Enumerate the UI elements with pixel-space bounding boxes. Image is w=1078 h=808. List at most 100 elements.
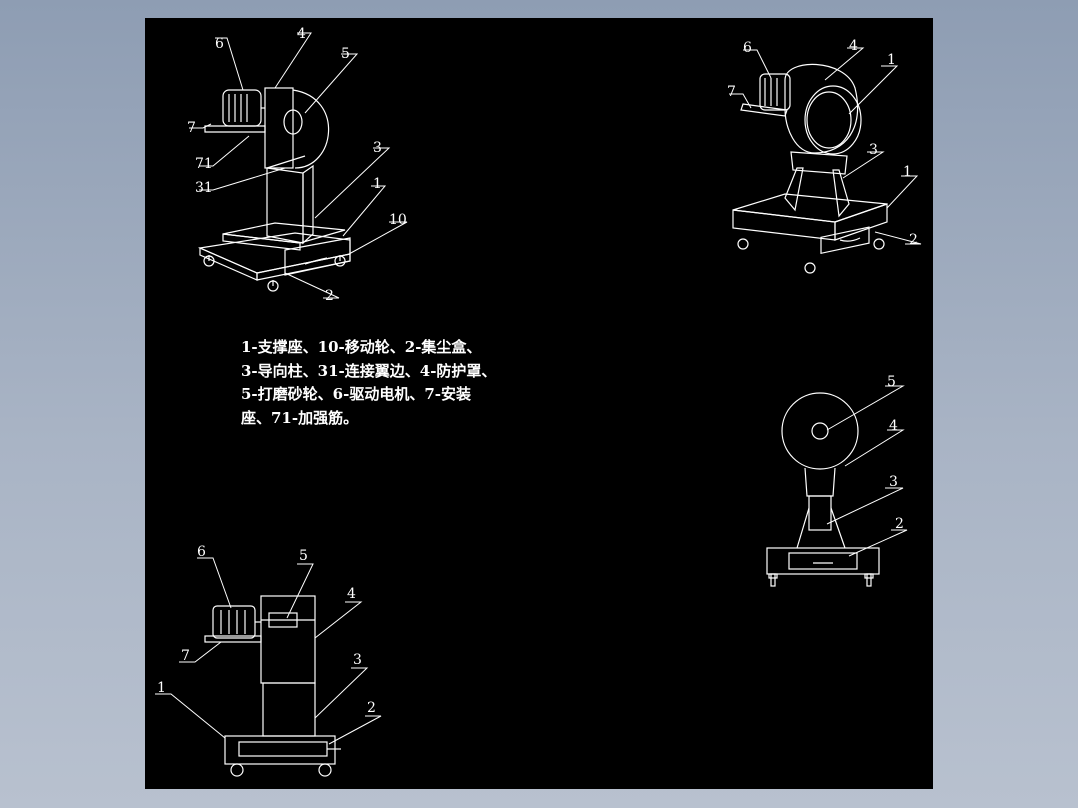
front-wheel-2 [318,763,332,777]
side-guard-circle [781,392,859,470]
leader-f3 [314,667,369,719]
leader-f1 [155,693,226,739]
front-column [262,682,316,737]
legend-line-1: 1-支撑座、10-移动轮、2-集尘盒、 [241,338,482,356]
iso-right-leg-1 [784,167,804,212]
iso-left-dust-box [284,237,351,276]
iso-left-platform-side [222,233,301,251]
leader-31 [199,167,286,191]
leader-r4 [824,47,865,81]
front-label-5: 5 [299,548,308,564]
legend-line-2: 3-导向柱、31-连接翼边、4-防护罩、 [241,361,497,380]
iso-left-platform [222,222,346,244]
iso-right-grinding-wheel [806,91,852,149]
legend-line-4: 座、71-加强筋。 [241,408,359,427]
iso-left-guard-curve [292,89,330,169]
leader-s4 [844,429,905,467]
side-neck [804,467,836,497]
iso-right-motor [759,73,791,111]
iso-left-label-6: 6 [215,36,224,52]
iso-left-label-3: 3 [373,140,382,156]
iso-right-label-7: 7 [727,84,736,100]
front-label-2: 2 [367,700,376,716]
iso-right-mount [740,103,788,117]
iso-right-label-1b: 1 [903,164,912,180]
iso-left-label-4: 4 [297,26,306,42]
leader-1 [342,185,387,237]
leader-s5 [826,385,905,431]
leader-f7 [179,641,222,663]
iso-left-guide-column [266,167,304,244]
iso-left-label-2: 2 [325,288,334,304]
side-label-5: 5 [887,374,896,390]
leader-71 [199,135,250,167]
side-label-3: 3 [889,474,898,490]
iso-left-label-5: 5 [341,46,350,62]
iso-left-mount [204,125,266,133]
iso-left-column-side [302,164,314,245]
side-dust-box [788,552,858,570]
leader-r6 [743,49,772,79]
leader-r7 [729,93,752,109]
side-column [808,495,832,531]
side-label-2: 2 [895,516,904,532]
front-motor [212,605,256,639]
front-wheel-1 [230,763,244,777]
leader-f6 [197,557,232,609]
iso-left-view: 6 4 5 7 71 31 3 1 10 2 [187,26,408,304]
leader-10 [348,221,408,255]
leader-4 [274,32,312,89]
leader-s2 [848,529,908,557]
front-dust-box [238,741,328,757]
iso-right-base-front [732,209,836,241]
iso-right-label-2: 2 [909,232,918,248]
iso-right-guard-opening [804,85,862,155]
leader-r3 [842,151,885,179]
iso-right-column-top [790,151,848,175]
cad-drawing: 6 4 5 7 71 31 3 1 10 2 [155,26,922,777]
iso-right-wheel-2 [804,262,816,274]
side-base [766,547,880,575]
iso-right-base-top [732,193,888,223]
iso-left-label-71: 71 [195,156,213,172]
leader-f2 [328,715,382,745]
leader-7 [189,123,212,129]
front-guard [260,595,316,684]
iso-left-drawer-handle [304,257,328,265]
iso-right-view: 6 4 1 7 3 1 2 [727,38,922,274]
iso-right-drawer-handle [839,237,861,242]
front-view: 6 5 4 7 3 1 2 [155,544,382,777]
iso-left-label-10: 10 [389,212,407,228]
iso-right-label-3: 3 [869,142,878,158]
iso-right-label-1a: 1 [887,52,896,68]
side-label-4: 4 [889,418,898,434]
leader-f4 [314,601,363,639]
front-label-3: 3 [353,652,362,668]
iso-right-dust-box [820,226,870,255]
iso-right-wheel-1 [737,238,749,250]
front-label-6: 6 [197,544,206,560]
front-mount [204,635,262,643]
drawing-sheet: 6 4 5 7 71 31 3 1 10 2 [145,18,933,789]
iso-left-label-7: 7 [187,120,196,136]
iso-right-label-6: 6 [743,40,752,56]
legend-line-3: 5-打磨砂轮、6-驱动电机、7-安装 [241,385,471,403]
side-view: 5 4 3 2 [766,374,908,587]
leader-f5 [286,563,314,619]
front-label-4: 4 [347,586,356,602]
front-label-7: 7 [181,648,190,664]
iso-left-base-front [199,247,258,281]
iso-right-leg-2 [832,169,850,218]
iso-right-wheel-3 [873,238,885,250]
iso-left-wheel-hub [283,109,303,135]
iso-left-label-31: 31 [195,180,213,196]
iso-left-label-1: 1 [373,176,382,192]
leader-6 [215,37,244,91]
part-legend: 1-支撑座、10-移动轮、2-集尘盒、 3-导向柱、31-连接翼边、4-防护罩、… [241,336,496,430]
iso-right-base-side [834,203,888,241]
iso-right-label-4: 4 [849,38,858,54]
iso-right-guard [784,63,859,154]
leader-s3 [826,487,904,525]
leader-3 [314,147,391,219]
leader-5 [304,53,359,114]
